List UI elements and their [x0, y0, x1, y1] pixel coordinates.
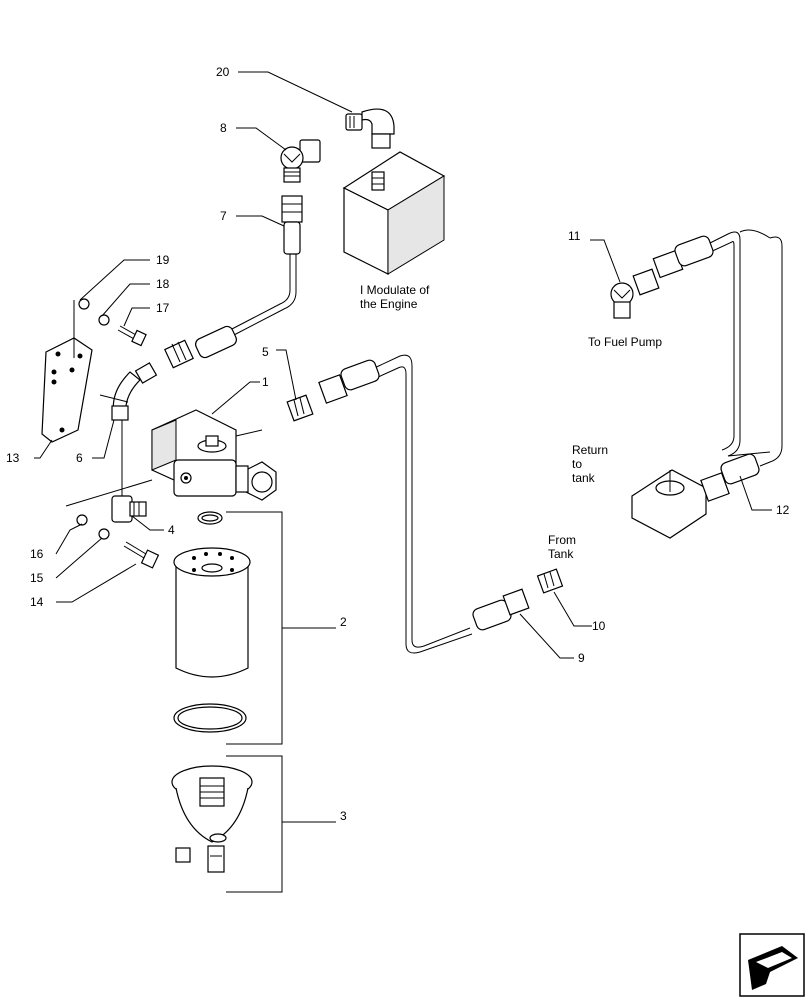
- callout-9: 9: [578, 651, 585, 665]
- return-label-line3: tank: [572, 471, 596, 485]
- elbow-fitting-4: [111, 420, 147, 523]
- fitting-9: [472, 588, 530, 631]
- callout-7: 7: [220, 209, 227, 223]
- reference-lines: [65, 300, 263, 507]
- mounting-bracket-13: [41, 337, 93, 443]
- callout-19: 19: [156, 253, 170, 267]
- engine-module-label-line1: I Modulate of: [360, 283, 430, 297]
- hardware-14-16: [76, 514, 160, 569]
- adapter-fitting-5: [286, 394, 314, 422]
- swivel-tee-11: [610, 235, 714, 319]
- callout-2: 2: [340, 615, 347, 629]
- filter-cartridge-2: [173, 547, 251, 678]
- hose-fitting-7: [281, 195, 303, 255]
- callout-5: 5: [262, 345, 269, 359]
- callout-13: 13: [6, 451, 20, 465]
- o-ring-small: [197, 511, 223, 525]
- callout-14: 14: [30, 595, 44, 609]
- callout-8: 8: [220, 121, 227, 135]
- callout-10: 10: [592, 619, 606, 633]
- from-tank-label-line1: From: [548, 533, 576, 547]
- callout-20: 20: [216, 65, 230, 79]
- elbow-fitting-6: [111, 362, 158, 421]
- o-ring-large: [173, 703, 247, 733]
- engine-module-box: [342, 151, 446, 275]
- callout-6: 6: [76, 451, 83, 465]
- group-brackets: [226, 511, 336, 893]
- next-page-arrow-icon[interactable]: [739, 933, 805, 997]
- engine-module-label-line2: the Engine: [360, 297, 418, 311]
- callout-3: 3: [340, 809, 347, 823]
- callout-12: 12: [776, 503, 790, 517]
- text-notes: I Modulate of the Engine To Fuel Pump Re…: [360, 283, 662, 561]
- filter-bowl-3: [171, 765, 253, 873]
- hose-end-mid: [318, 359, 380, 404]
- callout-11: 11: [568, 229, 581, 243]
- from-tank-label-line2: Tank: [548, 547, 574, 561]
- return-label-line1: Return: [572, 443, 608, 457]
- callout-17: 17: [156, 301, 170, 315]
- fitting-10: [536, 568, 564, 594]
- callout-1: 1: [262, 375, 269, 389]
- elbow-fitting-20: [345, 108, 395, 149]
- callout-16: 16: [30, 547, 44, 561]
- hardware-17-19: [78, 298, 147, 347]
- callout-18: 18: [156, 277, 170, 291]
- callout-4: 4: [168, 523, 175, 537]
- hose-end-upper: [164, 325, 237, 369]
- filter-head-1: [151, 409, 277, 501]
- callout-labels: 20 8 7 19 18 17 5 1 6 13 4 16 15 14 2 3 …: [6, 65, 790, 823]
- return-fitting-12: [631, 453, 760, 539]
- elbow-fitting-8: [280, 139, 321, 183]
- return-label-line2: to: [572, 457, 582, 471]
- callout-15: 15: [30, 571, 44, 585]
- fuel-pump-label: To Fuel Pump: [588, 335, 662, 349]
- leader-lines: [34, 71, 772, 659]
- fuel-lines: [229, 229, 783, 654]
